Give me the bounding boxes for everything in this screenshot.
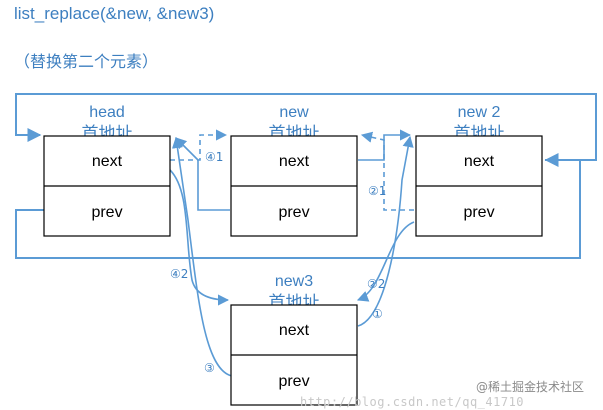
node-new2-name: new 2 bbox=[458, 104, 501, 121]
old-links bbox=[170, 129, 414, 211]
node-new2-prev: prev bbox=[463, 204, 494, 221]
step-labels: ④1 ②1 ④2 ②2 ① ③ bbox=[170, 150, 386, 375]
node-head-prev: prev bbox=[91, 204, 122, 221]
node-new2: new 2 首地址 next prev bbox=[415, 104, 543, 237]
step-label-2-2: ②2 bbox=[367, 277, 385, 291]
node-new3-name: new3 bbox=[275, 273, 313, 290]
step1-link bbox=[357, 135, 414, 327]
page-title: list_replace(&new, &new3) bbox=[14, 4, 215, 23]
node-new: new 首地址 next prev bbox=[230, 104, 358, 237]
new-next-link bbox=[358, 129, 412, 161]
node-new3-prev: prev bbox=[278, 373, 309, 390]
new-links bbox=[169, 135, 415, 377]
step-label-4-2: ④2 bbox=[170, 267, 188, 281]
node-head-name: head bbox=[89, 104, 125, 121]
circular-links bbox=[15, 93, 597, 259]
wrap-prev-link bbox=[15, 153, 581, 259]
old-head-next-link bbox=[170, 129, 228, 161]
node-new3: new3 首地址 next prev bbox=[230, 273, 358, 406]
node-new-name: new bbox=[279, 104, 309, 121]
page-subtitle: （替换第二个元素） bbox=[14, 52, 159, 71]
node-new2-next: next bbox=[464, 153, 495, 170]
node-new-next: next bbox=[279, 153, 310, 170]
step-label-2-1: ②1 bbox=[368, 184, 386, 198]
step2-link bbox=[356, 221, 415, 302]
step4-link bbox=[169, 169, 230, 306]
step-label-3: ③ bbox=[204, 361, 215, 375]
watermark-cn: @稀土掘金技术社区 bbox=[476, 380, 585, 394]
step-label-4-1: ④1 bbox=[205, 150, 223, 164]
old-new2-prev-link bbox=[360, 131, 414, 211]
node-head: head 首地址 next prev bbox=[43, 104, 171, 237]
node-new-prev: prev bbox=[278, 204, 309, 221]
wrap-next-link bbox=[15, 93, 597, 161]
existing-links bbox=[175, 129, 412, 211]
new-prev-link bbox=[175, 137, 230, 211]
step-label-1: ① bbox=[372, 307, 383, 321]
step3-link bbox=[171, 136, 233, 377]
watermark-url: http://blog.csdn.net/qq_41710 bbox=[300, 395, 525, 409]
node-new3-next: next bbox=[279, 322, 310, 339]
node-head-next: next bbox=[92, 153, 123, 170]
